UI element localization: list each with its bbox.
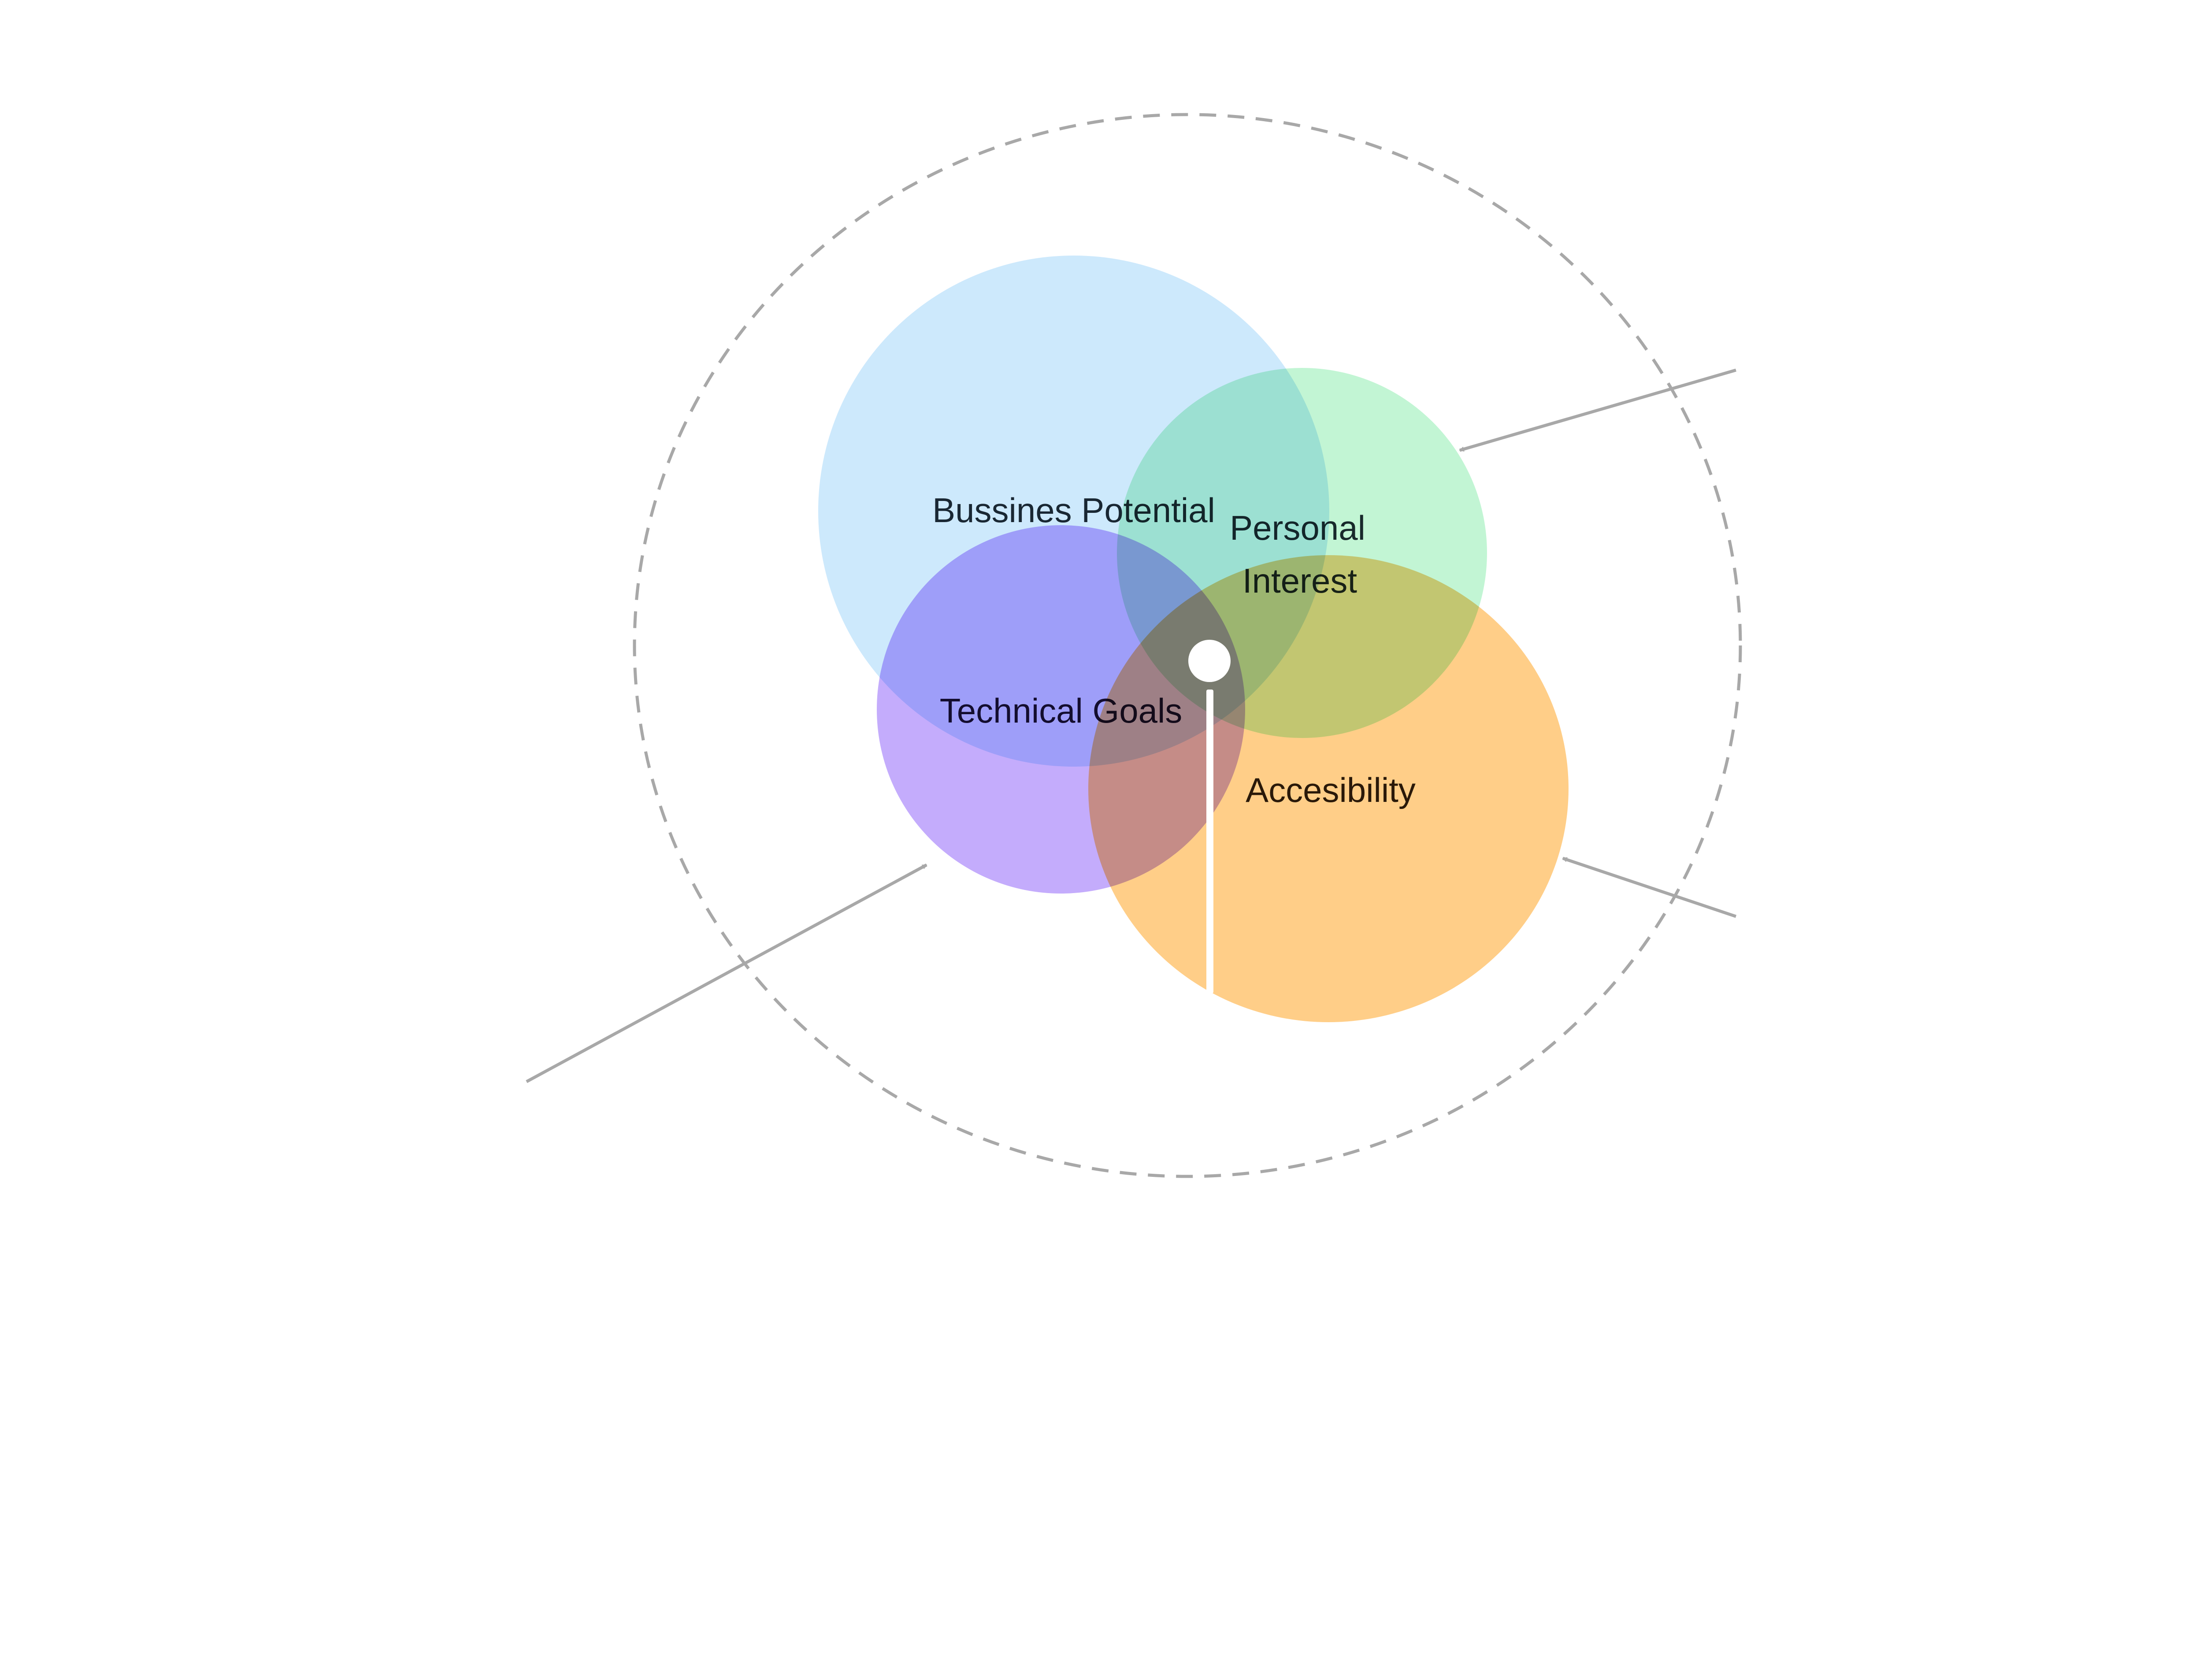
outer-boundary-dashed-circle xyxy=(633,113,1742,1178)
circle-technical-goals xyxy=(877,525,1245,894)
marker-pin-stem xyxy=(1206,690,1213,994)
connector-arrow-right xyxy=(1563,857,1737,918)
connector-arrow-bottom-left xyxy=(526,863,927,1083)
marker-pin-head xyxy=(1188,640,1231,682)
label-accessibility: Accesibility xyxy=(1246,771,1416,809)
label-personal-interest-line-1: Personal xyxy=(1230,508,1365,547)
label-personal-interest-line-2: Interest xyxy=(1242,561,1357,600)
connector-arrow-top-right xyxy=(1460,368,1736,452)
label-business-potential: Bussines Potential xyxy=(932,491,1215,530)
label-technical-goals: Technical Goals xyxy=(940,691,1183,730)
